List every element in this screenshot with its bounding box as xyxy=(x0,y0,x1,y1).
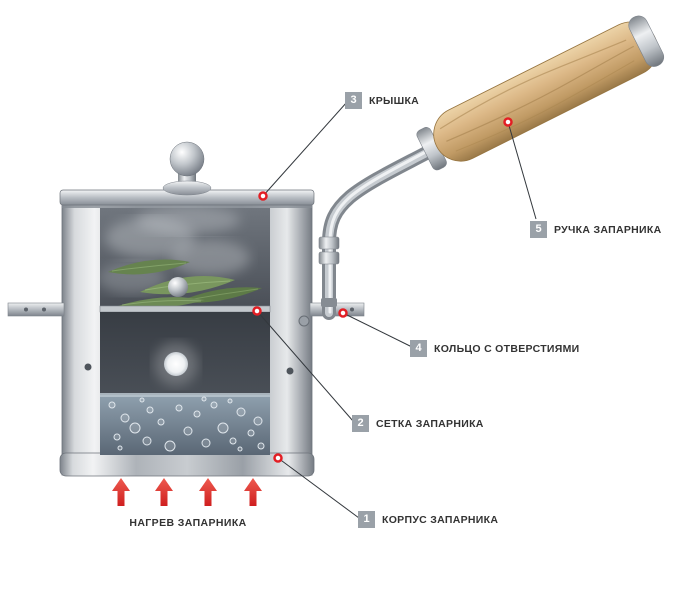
heat-arrows xyxy=(112,478,262,506)
callout-number-badge: 1 xyxy=(358,511,375,528)
mesh-divider xyxy=(99,305,271,313)
wooden-handle xyxy=(416,15,665,171)
callout-number-badge: 4 xyxy=(410,340,427,357)
pot-lid xyxy=(59,141,315,206)
rivet-right xyxy=(286,367,294,375)
leader-lines xyxy=(256,101,537,519)
marker-handle xyxy=(503,117,513,127)
glow-sphere xyxy=(164,352,188,376)
handle-rod xyxy=(298,143,439,327)
callout-number-badge: 5 xyxy=(530,221,547,238)
heat-arrow xyxy=(155,478,173,506)
marker-dots xyxy=(252,117,513,463)
callout-label: КРЫШКА xyxy=(369,94,420,107)
callout-label: СЕТКА ЗАПАРНИКА xyxy=(376,417,484,430)
lid-knob xyxy=(169,141,205,177)
heating-label: НАГРЕВ ЗАПАРНИКА xyxy=(129,517,247,529)
callout-mesh: 2 СЕТКА ЗАПАРНИКА xyxy=(352,415,484,432)
heat-arrow xyxy=(244,478,262,506)
callout-ring: 4 КОЛЬЦО С ОТВЕРСТИЯМИ xyxy=(410,340,580,357)
water-droplet xyxy=(168,277,188,297)
callout-label: КОЛЬЦО С ОТВЕРСТИЯМИ xyxy=(434,342,580,355)
handle-end-cap xyxy=(628,15,665,67)
callout-label: РУЧКА ЗАПАРНИКА xyxy=(554,223,662,236)
callout-number-badge: 3 xyxy=(345,92,362,109)
marker-mesh xyxy=(252,306,262,316)
callout-handle: 5 РУЧКА ЗАПАРНИКА xyxy=(530,221,661,238)
heat-arrow xyxy=(199,478,217,506)
callout-label: КОРПУС ЗАПАРНИКА xyxy=(382,513,499,526)
callout-lid: 3 КРЫШКА xyxy=(345,92,419,109)
bubbles xyxy=(108,396,265,452)
bay-leaves xyxy=(108,259,262,308)
marker-body xyxy=(273,453,283,463)
mount-bolt xyxy=(298,315,310,327)
lower-chamber xyxy=(100,312,270,455)
callout-body: 1 КОРПУС ЗАПАРНИКА xyxy=(358,511,498,528)
upper-chamber xyxy=(100,208,270,308)
water xyxy=(100,393,270,455)
marker-ring xyxy=(338,308,348,318)
marker-lid xyxy=(258,191,268,201)
rivet-left xyxy=(84,363,92,371)
heat-arrow xyxy=(112,478,130,506)
callout-number-badge: 2 xyxy=(352,415,369,432)
